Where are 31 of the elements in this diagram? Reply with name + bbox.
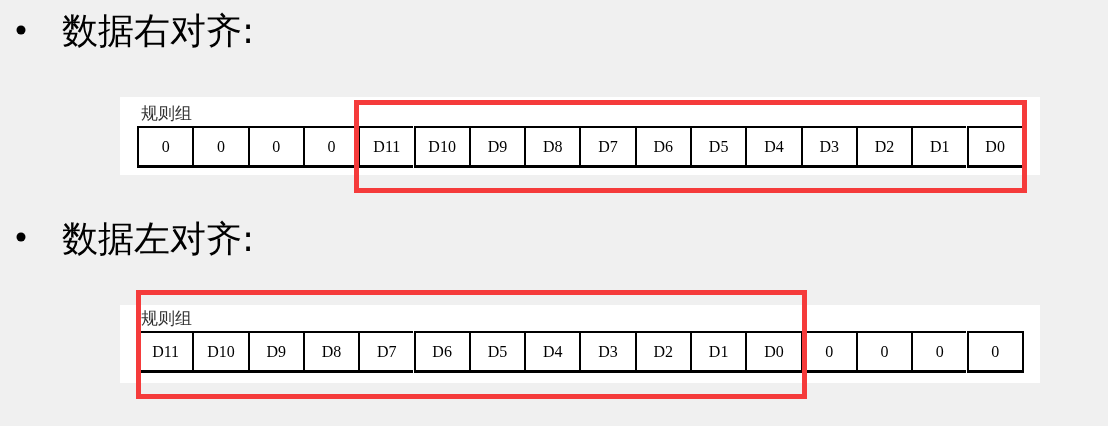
group-title: 规则组 — [141, 104, 192, 124]
register-cell: D6 — [413, 331, 469, 373]
register-cell: D4 — [524, 331, 580, 373]
register-cell: D2 — [634, 331, 690, 373]
register-cell: D3 — [579, 331, 635, 373]
register-cell: D4 — [745, 126, 801, 168]
register-cell: 0 — [247, 126, 303, 168]
register-cell: D1 — [690, 331, 746, 373]
register-cell: D9 — [247, 331, 303, 373]
register-cell: D10 — [192, 331, 248, 373]
register-cell: D7 — [358, 331, 414, 373]
register-cell: 0 — [911, 331, 967, 373]
register-cell: 0 — [966, 331, 1024, 373]
register-cell: D0 — [745, 331, 801, 373]
register-cell: D5 — [468, 331, 525, 373]
register-cell: D2 — [855, 126, 912, 168]
register-cell: D3 — [800, 126, 856, 168]
register-cell: 0 — [855, 331, 912, 373]
register-cell: 0 — [192, 126, 248, 168]
group-title: 规则组 — [141, 309, 192, 329]
heading: 数据右对齐: — [62, 11, 255, 51]
register-cell: D10 — [413, 126, 469, 168]
register-cell: D5 — [690, 126, 746, 168]
register-cell: D9 — [468, 126, 525, 168]
heading: 数据左对齐: — [62, 219, 255, 259]
register-cell: D7 — [579, 126, 635, 168]
register-cell: D1 — [911, 126, 967, 168]
register-cell: D8 — [524, 126, 580, 168]
register-cell: D6 — [634, 126, 690, 168]
register-cell: D8 — [302, 331, 359, 373]
register-cell: 0 — [137, 126, 193, 168]
